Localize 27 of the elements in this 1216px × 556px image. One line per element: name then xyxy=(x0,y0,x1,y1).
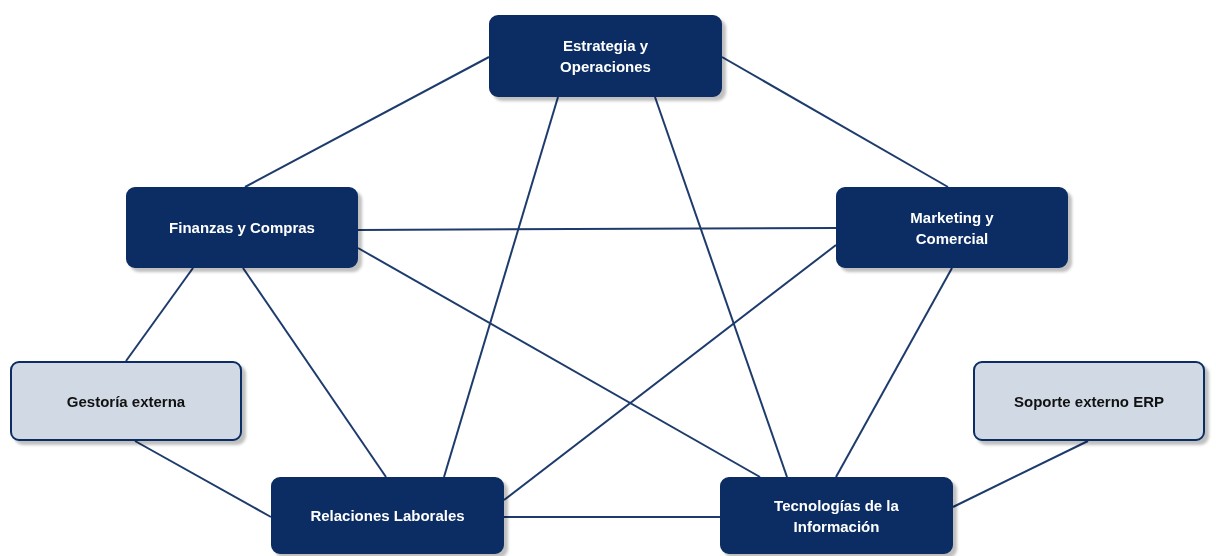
connector-line xyxy=(242,267,387,478)
connector-line xyxy=(835,267,953,478)
department-box xyxy=(489,15,722,97)
connector-line xyxy=(357,247,761,478)
department-box xyxy=(126,187,358,268)
box-label: Finanzas y Compras xyxy=(168,218,316,238)
connector-line xyxy=(721,56,949,188)
connector-line xyxy=(654,96,788,478)
box-label: Relaciones Laborales xyxy=(309,506,466,526)
box-label: Gestoría externa xyxy=(65,391,187,412)
department-box xyxy=(836,187,1068,268)
connector-line xyxy=(952,440,1089,508)
box-label: Marketing y Comercial xyxy=(909,207,995,249)
connector-line xyxy=(503,244,837,501)
external-box xyxy=(10,361,242,441)
connector-line xyxy=(125,267,194,362)
department-box xyxy=(720,477,953,554)
connector-line xyxy=(357,227,837,231)
box-label: Estrategia y Operaciones xyxy=(559,36,652,77)
box-label: Soporte externo ERP xyxy=(1013,391,1165,412)
connector-line xyxy=(503,516,721,518)
external-box xyxy=(973,361,1205,441)
connector-line xyxy=(443,96,559,478)
connector-line xyxy=(244,56,490,188)
box-label: Tecnologías de la Información xyxy=(773,495,900,537)
department-box xyxy=(271,477,504,554)
connector-line xyxy=(134,440,272,518)
